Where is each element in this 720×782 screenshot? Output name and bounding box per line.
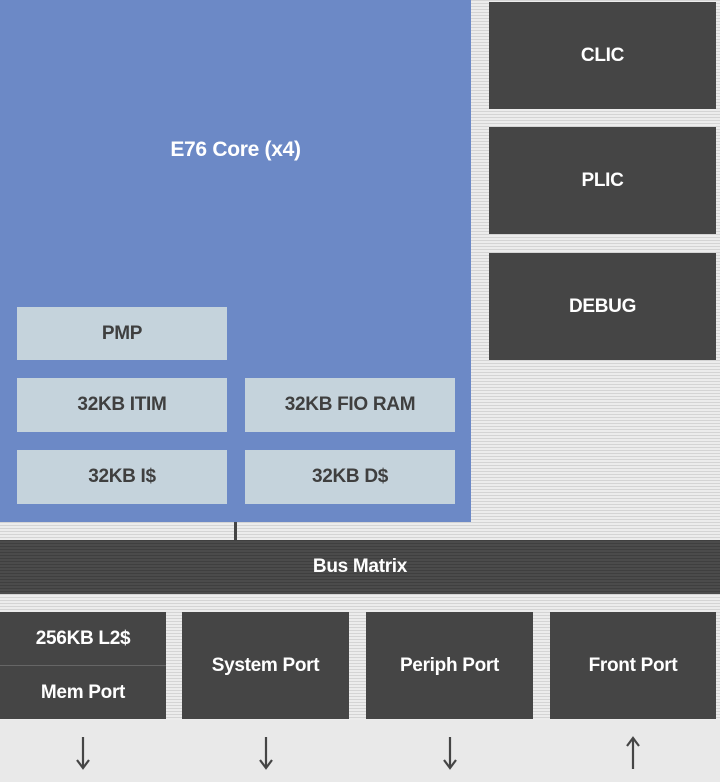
front-port-block: Front Port bbox=[550, 612, 716, 719]
system-port-block: System Port bbox=[182, 612, 349, 719]
front-port-up-arrow-icon bbox=[625, 736, 641, 770]
bus-matrix: Bus Matrix bbox=[0, 540, 720, 594]
front-port-label: Front Port bbox=[588, 654, 678, 676]
debug-label: DEBUG bbox=[568, 295, 637, 317]
mem-port-down-arrow-icon bbox=[75, 736, 91, 770]
dcache-block: 32KB D$ bbox=[245, 450, 455, 504]
core-title: E76 Core (x4) bbox=[170, 138, 301, 161]
l2-cache-block: 256KB L2$ bbox=[0, 612, 166, 665]
mem-port-block: Mem Port bbox=[0, 666, 166, 719]
dcache-label: 32KB D$ bbox=[311, 466, 389, 487]
itim-block: 32KB ITIM bbox=[17, 378, 227, 432]
l2-mem-divider bbox=[0, 665, 166, 666]
debug-block: DEBUG bbox=[489, 253, 716, 360]
periph-port-label: Periph Port bbox=[399, 654, 500, 676]
icache-block: 32KB I$ bbox=[17, 450, 227, 504]
clic-block: CLIC bbox=[489, 2, 716, 109]
pmp-label: PMP bbox=[101, 322, 143, 344]
bus-matrix-label: Bus Matrix bbox=[312, 556, 408, 577]
fio-ram-label: 32KB FIO RAM bbox=[284, 394, 416, 415]
plic-block: PLIC bbox=[489, 127, 716, 234]
periph-port-block: Periph Port bbox=[366, 612, 533, 719]
l2-cache-label: 256KB L2$ bbox=[35, 627, 131, 649]
periph-port-down-arrow-icon bbox=[442, 736, 458, 770]
itim-label: 32KB ITIM bbox=[77, 394, 167, 415]
system-port-down-arrow-icon bbox=[258, 736, 274, 770]
e76-core-block: E76 Core (x4) PMP 32KB ITIM 32KB FIO RAM… bbox=[0, 0, 471, 522]
fio-ram-block: 32KB FIO RAM bbox=[245, 378, 455, 432]
plic-label: PLIC bbox=[581, 169, 624, 191]
clic-label: CLIC bbox=[580, 44, 625, 66]
pmp-block: PMP bbox=[17, 307, 227, 360]
system-port-label: System Port bbox=[211, 654, 320, 676]
icache-label: 32KB I$ bbox=[88, 466, 156, 487]
mem-port-label: Mem Port bbox=[40, 681, 126, 703]
core-bus-connector bbox=[234, 522, 237, 540]
